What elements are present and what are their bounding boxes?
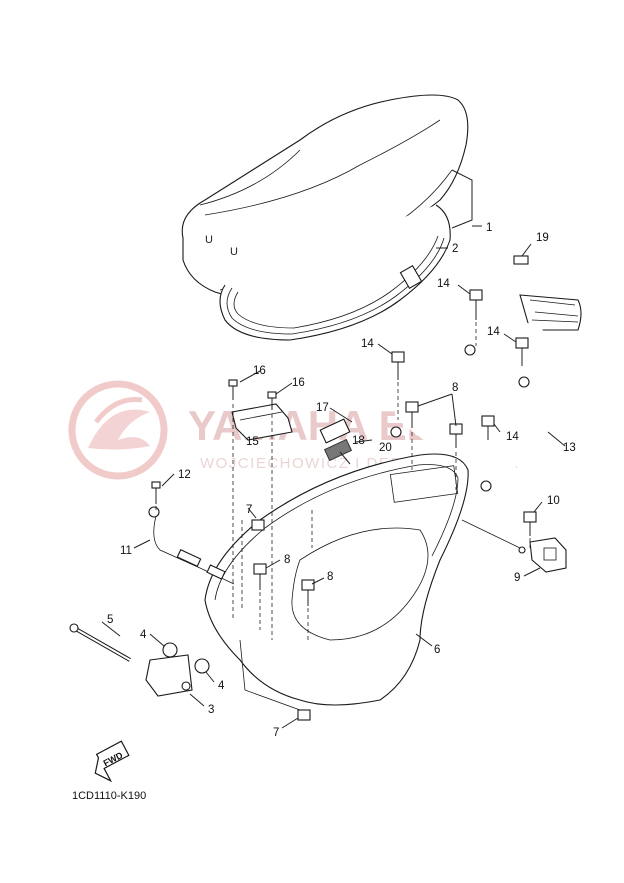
callout-2: 2 bbox=[452, 243, 458, 255]
label-19 bbox=[513, 255, 529, 265]
callout-16b: 16 bbox=[292, 377, 305, 389]
callout-6: 6 bbox=[434, 644, 440, 656]
screw-16b bbox=[267, 391, 277, 410]
callout-11: 11 bbox=[120, 545, 132, 557]
screw-12 bbox=[151, 481, 161, 504]
bolt-long-part bbox=[69, 623, 131, 662]
callout-8a: 8 bbox=[452, 382, 458, 394]
callout-9: 9 bbox=[514, 572, 520, 584]
callout-13: 13 bbox=[563, 442, 576, 454]
clip-7a bbox=[251, 519, 265, 531]
carrier-part bbox=[390, 294, 582, 492]
bolt-8a bbox=[405, 401, 419, 428]
svg-text:U: U bbox=[230, 246, 238, 258]
callout-16a: 16 bbox=[253, 365, 266, 377]
callout-14a: 14 bbox=[437, 278, 450, 290]
callout-10: 10 bbox=[547, 495, 560, 507]
callout-14d: 14 bbox=[506, 431, 519, 443]
svg-text:U: U bbox=[205, 234, 213, 246]
callout-7a: 7 bbox=[246, 504, 252, 516]
callout-5: 5 bbox=[107, 614, 113, 626]
callout-14c: 14 bbox=[487, 326, 500, 338]
callout-19: 19 bbox=[536, 232, 549, 244]
callout-15: 15 bbox=[246, 436, 259, 448]
labels-17-18-20 bbox=[319, 418, 353, 462]
bolt-14d bbox=[481, 415, 495, 440]
bolt-14c bbox=[515, 337, 529, 366]
callout-8b: 8 bbox=[284, 554, 290, 566]
callout-3: 3 bbox=[208, 704, 214, 716]
clip-7b bbox=[297, 709, 311, 721]
cable-part bbox=[148, 506, 235, 585]
callout-18: 18 bbox=[352, 435, 365, 447]
luggage-box-part bbox=[204, 453, 469, 711]
collar-part-a bbox=[162, 642, 178, 658]
bolt-8c bbox=[253, 563, 267, 590]
bolt-10 bbox=[523, 511, 537, 536]
screw-16a bbox=[228, 379, 238, 400]
bolt-14b bbox=[391, 351, 405, 380]
bolt-14a bbox=[469, 289, 483, 320]
callout-4a: 4 bbox=[140, 629, 147, 641]
callout-20: 20 bbox=[379, 442, 392, 454]
collar-part-b bbox=[194, 658, 210, 674]
callout-4b: 4 bbox=[218, 680, 225, 692]
diagram-code: 1CD1110-K190 bbox=[72, 790, 146, 802]
watermark-logo-icon bbox=[68, 380, 168, 480]
bracket-part bbox=[145, 654, 193, 697]
lock-assembly-part bbox=[461, 519, 567, 573]
callout-12: 12 bbox=[178, 469, 191, 481]
seat-band-part bbox=[219, 204, 451, 341]
callout-17: 17 bbox=[316, 402, 329, 414]
callout-1: 1 bbox=[486, 222, 492, 234]
fwd-arrow-icon: FWD bbox=[94, 740, 130, 783]
callout-7b: 7 bbox=[273, 727, 279, 739]
plate-part bbox=[231, 403, 293, 441]
callout-14b: 14 bbox=[361, 338, 374, 350]
bolt-8d bbox=[301, 579, 315, 606]
callout-8c: 8 bbox=[327, 571, 333, 583]
